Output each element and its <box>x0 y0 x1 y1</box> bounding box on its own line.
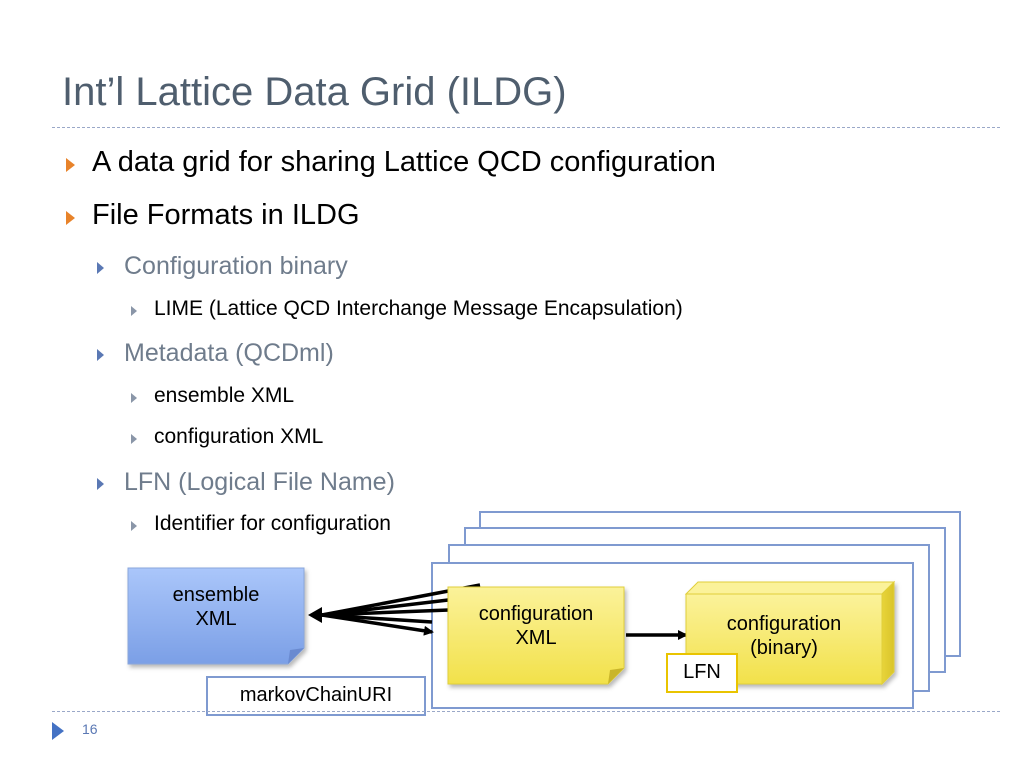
ensemble-xml-note-fold <box>288 648 304 664</box>
lfn-tag: LFN <box>666 653 738 693</box>
ensemble-link-diamond-icon <box>308 607 322 623</box>
page-marker-icon <box>52 722 64 740</box>
configuration-binary-label: configuration (binary) <box>726 613 842 659</box>
bullet-arrow-icon <box>66 211 75 225</box>
title-divider <box>52 127 1000 128</box>
bullet-arrow-icon <box>97 262 104 274</box>
bullet-text: ensemble XML <box>154 384 295 407</box>
bullet-text: configuration XML <box>154 425 324 448</box>
bullet-arrow-icon <box>66 158 75 172</box>
ensemble-xml-label: ensemble XML <box>172 584 260 630</box>
bullet-text: Metadata (QCDml) <box>124 339 334 367</box>
footer-divider <box>52 711 1000 712</box>
bullet-arrow-icon <box>97 349 104 361</box>
bullet-arrow-icon <box>97 478 104 490</box>
configuration-xml-label: configuration XML <box>478 603 594 649</box>
bullet-arrow-icon <box>131 306 137 316</box>
bullet-arrow-icon <box>131 434 137 444</box>
bullet-arrow-icon <box>131 521 137 531</box>
bullet-text: Configuration binary <box>124 252 348 280</box>
ensemble-links <box>321 583 481 636</box>
bullet-text: File Formats in ILDG <box>92 199 360 231</box>
markov-chain-uri-tag: markovChainURI <box>206 676 426 716</box>
slide-title: Int’l Lattice Data Grid (ILDG) <box>62 70 567 114</box>
bullet-text: A data grid for sharing Lattice QCD conf… <box>92 146 716 178</box>
configuration-xml-note-fold <box>608 668 624 684</box>
bullet-text: LFN (Logical File Name) <box>124 468 395 496</box>
page-number: 16 <box>82 721 98 737</box>
bullet-arrow-icon <box>131 393 137 403</box>
bullet-text: Identifier for configuration <box>154 512 391 535</box>
bullet-text: LIME (Lattice QCD Interchange Message En… <box>154 297 683 320</box>
